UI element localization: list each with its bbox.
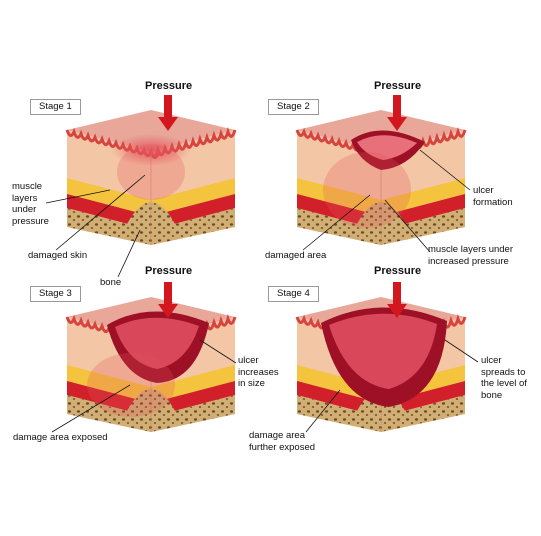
pressure-arrow-1 [158, 95, 178, 131]
stage-3-ulcer-label: ulcer increases in size [238, 355, 279, 389]
leader-line-1 [45, 189, 111, 204]
stage-2-pressure-label: Pressure [374, 80, 422, 92]
tissue-block-2 [295, 110, 467, 245]
tissue-block-4 [295, 297, 467, 432]
leader-line-8 [199, 339, 237, 364]
stage-1-damaged-skin-label: damaged skin [28, 250, 88, 261]
leader-line-2 [55, 174, 146, 251]
stage-1-pressure-label: Pressure [145, 80, 193, 92]
leader-line-7 [51, 384, 131, 433]
stage-1-bone-label: bone [100, 277, 122, 288]
stage-2-muscle-label: muscle layers under increased pressure [428, 244, 514, 267]
stage-4-pressure-label: Pressure [374, 265, 422, 277]
stage-2-damaged-area-label: damaged area [265, 250, 327, 261]
leader-line-4 [302, 194, 371, 251]
pressure-arrow-4 [387, 282, 407, 318]
stage-3-label: Stage 3 [30, 286, 81, 302]
leader-line-10 [444, 339, 479, 363]
stage-3-damage-area-label: damage area exposed [13, 432, 108, 443]
leader-line-6 [384, 199, 431, 253]
stage-1-label: Stage 1 [30, 99, 81, 115]
pressure-arrow-3 [158, 282, 178, 318]
stage-4-damage-area-label: damage area further exposed [249, 430, 316, 453]
stage-2-ulcer-formation-label: ulcer formation [473, 185, 513, 208]
stage-4-ulcer-label: ulcer spreads to the level of bone [481, 355, 527, 401]
tissue-block-1 [65, 110, 237, 245]
stage-2-label: Stage 2 [268, 99, 319, 115]
leader-line-9 [305, 389, 341, 433]
leader-line-3 [117, 229, 141, 278]
stage-4-label: Stage 4 [268, 286, 319, 302]
stage-3-pressure-label: Pressure [145, 265, 193, 277]
stage-1-muscle-label: muscle layers under pressure [12, 181, 49, 227]
pressure-arrow-2 [387, 95, 407, 131]
tissue-block-3 [65, 297, 237, 432]
leader-line-5 [419, 149, 471, 191]
